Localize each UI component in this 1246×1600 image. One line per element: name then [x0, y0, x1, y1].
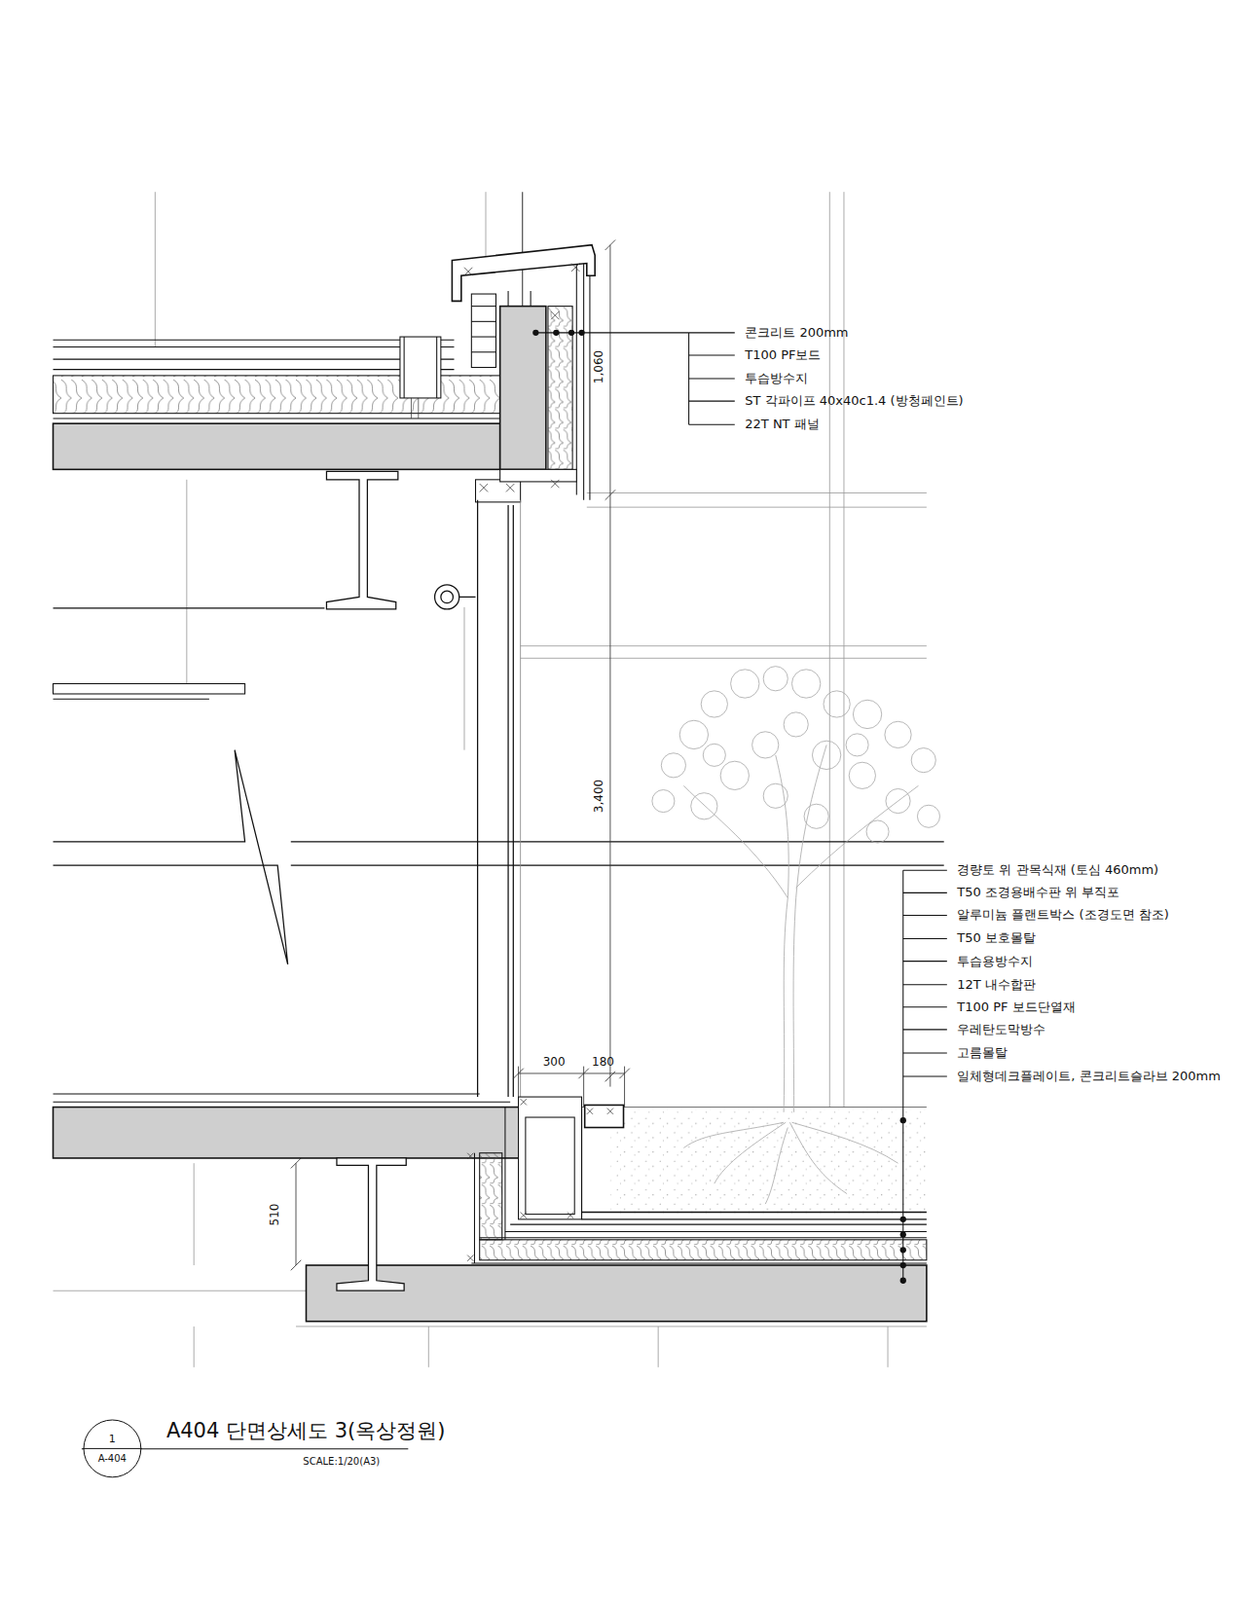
dimension-text: 1,060: [593, 348, 607, 386]
material-callout: 우레탄도막방수: [956, 1023, 1046, 1037]
dimension-text: 510: [268, 1201, 282, 1228]
detail-number: 1: [109, 1433, 116, 1446]
material-callout: T100 PF 보드단열재: [956, 1000, 1075, 1015]
material-callout: T100 PF보드: [744, 348, 821, 363]
material-callout: ST 각파이프 40x40c1.4 (방청페인트): [744, 394, 963, 408]
callout-circle-outline: [82, 1419, 143, 1479]
material-callout: 22T NT 패널: [744, 417, 819, 432]
dimension-text: 300: [543, 1057, 566, 1070]
material-callout: 경량토 위 관목식재 (토심 460mm): [956, 863, 1159, 878]
material-callout: 일체형데크플레이트, 콘크리트슬라브 200mm: [956, 1069, 1221, 1084]
scale-caption: SCALE:1/20(A3): [302, 1456, 380, 1467]
dimension-text: 3,400: [593, 777, 607, 815]
material-callout: 12T 내수합판: [956, 977, 1036, 991]
material-callout: T50 조경용배수판 위 부직포: [956, 885, 1120, 900]
section-callout-circle: 1A-404: [82, 1419, 143, 1479]
sheet-number: A-404: [98, 1453, 127, 1465]
material-callout: T50 보호몰탈: [956, 931, 1036, 946]
material-callout: 투습방수지: [744, 371, 808, 386]
material-callout: 콘크리트 200mm: [744, 326, 848, 340]
drawing-title: A404 단면상세도 3(옥상정원): [166, 1420, 446, 1443]
material-callout: 투습용방수지: [956, 953, 1033, 968]
dimension-text: 180: [591, 1057, 615, 1070]
material-callout: 고름몰탈: [956, 1046, 1008, 1061]
material-callout: 알루미늄 플랜트박스 (조경도면 참조): [956, 908, 1170, 922]
